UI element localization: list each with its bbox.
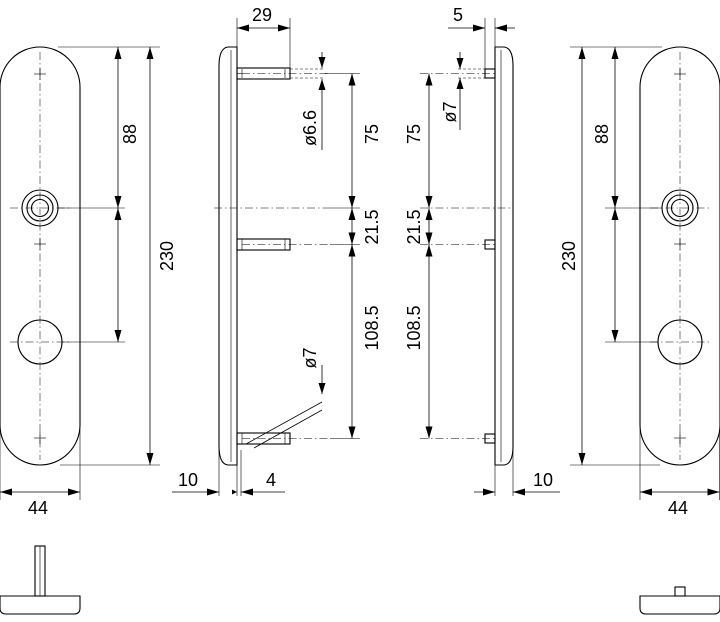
left-bottom-view <box>0 545 81 615</box>
left-side-plate-outline <box>218 46 238 466</box>
right-bottom-stub <box>674 586 686 597</box>
right-side-dim-dia-7: ø7 <box>440 101 460 122</box>
left-bottom-plate <box>0 595 81 615</box>
left-front-view: 88 230 44 <box>0 46 177 518</box>
right-backplate-outline <box>639 46 720 466</box>
right-bottom-view <box>639 586 720 615</box>
right-side-plate-outline <box>494 46 514 466</box>
left-side-dim-108-5: 108.5 <box>362 305 382 350</box>
left-side-dim-29: 29 <box>252 5 272 25</box>
right-front-dim-230: 230 <box>559 241 579 271</box>
right-side-dim-10: 10 <box>533 470 553 490</box>
right-side-view: 5 ø7 75 21.5 108.5 10 <box>404 5 560 496</box>
right-front-view: 88 230 44 <box>559 46 720 518</box>
left-side-dim-75: 75 <box>362 124 382 144</box>
left-side-dim-dia-7: ø7 <box>300 347 320 368</box>
right-side-dim-75: 75 <box>404 124 424 144</box>
right-front-dim-44: 44 <box>668 498 688 518</box>
right-side-dim-108-5: 108.5 <box>404 305 424 350</box>
left-side-dim-21-5: 21.5 <box>362 209 382 244</box>
left-front-dim-230: 230 <box>157 241 177 271</box>
right-bottom-plate <box>639 595 720 615</box>
right-side-dim-21-5: 21.5 <box>404 209 424 244</box>
left-side-dim-4: 4 <box>266 470 276 490</box>
left-front-dim-88: 88 <box>120 124 140 144</box>
left-side-dim-dia-6-6: ø6.6 <box>300 110 320 146</box>
left-side-dim-10: 10 <box>178 470 198 490</box>
right-front-dim-88: 88 <box>592 124 612 144</box>
right-side-dim-5: 5 <box>453 5 463 25</box>
left-side-view: 29 ø6.6 75 21.5 108.5 ø7 10 4 <box>172 5 382 496</box>
left-front-dim-44: 44 <box>28 498 48 518</box>
left-backplate-outline <box>0 46 81 466</box>
